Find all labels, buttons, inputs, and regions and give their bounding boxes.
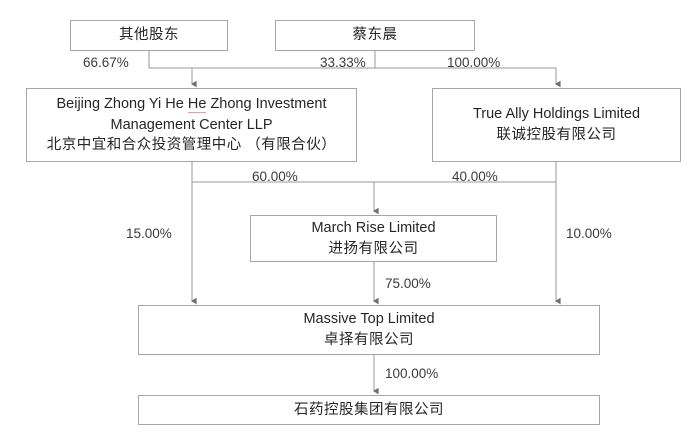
node-massive-top-line2: 卓择有限公司 xyxy=(324,332,414,348)
node-massive-top-line1: Massive Top Limited xyxy=(303,311,435,328)
node-cai-dongchen-line1: 蔡东晨 xyxy=(352,27,398,44)
edge-label-other-to-beijing: 66.67% xyxy=(83,55,129,70)
edge-label-true-ally-to-massive-top: 10.00% xyxy=(566,226,612,241)
node-beijing-zhongyi-llp[interactable]: Beijing Zhong Yi He He Zhong Investment … xyxy=(26,88,357,162)
node-beijing-line1: Beijing Zhong Yi He He Zhong Investment xyxy=(56,94,327,115)
node-true-ally-line2: 联诚控股有限公司 xyxy=(496,127,617,143)
node-beijing-line1-misspelled-word: He xyxy=(187,96,207,114)
node-true-ally-line1: True Ally Holdings Limited xyxy=(472,106,641,123)
edge-label-massive-top-to-cspc: 100.00% xyxy=(385,366,439,381)
edge-label-march-rise-to-massive-top: 75.00% xyxy=(385,276,431,291)
node-cai-dongchen[interactable]: 蔡东晨 xyxy=(275,20,475,51)
node-beijing-line1-part-a: Beijing Zhong Yi He xyxy=(56,96,188,113)
node-cspc-holdings-group[interactable]: 石药控股集团有限公司 xyxy=(138,395,600,425)
node-beijing-line1-part-c: Zhong Investment xyxy=(206,96,327,113)
node-true-ally-holdings[interactable]: True Ally Holdings Limited 联诚控股有限公司 xyxy=(432,88,681,162)
edge-label-cai-to-true-ally: 100.00% xyxy=(447,55,501,70)
node-march-rise-limited[interactable]: March Rise Limited 进扬有限公司 xyxy=(250,215,497,262)
node-other-shareholders-line1: 其他股东 xyxy=(119,27,179,44)
node-cspc-holdings-line1: 石药控股集团有限公司 xyxy=(294,401,444,418)
edge-label-beijing-to-massive-top: 15.00% xyxy=(126,226,172,241)
node-beijing-line2: Management Center LLP xyxy=(110,116,273,133)
edge-label-cai-to-beijing: 33.33% xyxy=(320,55,366,70)
edge-label-beijing-to-march-rise: 60.00% xyxy=(252,169,298,184)
edge-label-true-ally-to-march-rise: 40.00% xyxy=(452,169,498,184)
node-march-rise-line1: March Rise Limited xyxy=(311,219,436,236)
node-march-rise-line2: 进扬有限公司 xyxy=(328,240,419,257)
node-massive-top-limited[interactable]: Massive Top Limited 卓择有限公司 xyxy=(138,305,600,355)
node-other-shareholders[interactable]: 其他股东 xyxy=(70,20,228,51)
node-beijing-line3: 北京中宜和合众投资管理中心 （有限合伙） xyxy=(46,137,337,154)
